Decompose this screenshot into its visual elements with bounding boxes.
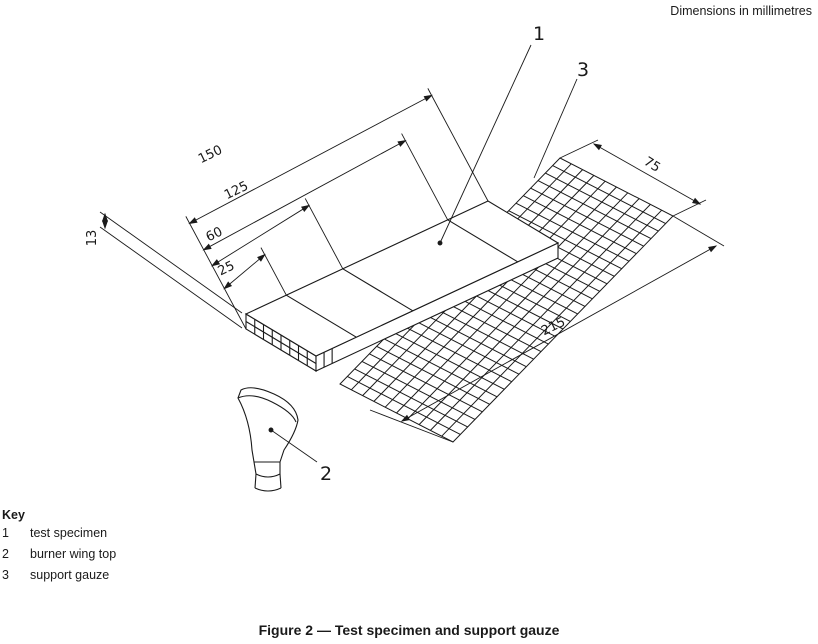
dim-13-label: 13 xyxy=(85,230,100,247)
key-item-label: support gauze xyxy=(30,568,110,582)
callout-2: 2 xyxy=(320,463,332,485)
dim-arrowhead xyxy=(400,414,410,422)
dim-extension-line xyxy=(99,226,243,329)
dim-line-75 xyxy=(593,143,701,205)
gauze-wire xyxy=(396,186,617,414)
callout-1: 1 xyxy=(533,23,545,45)
callout-3: 3 xyxy=(577,59,589,81)
key-item: 3 support gauze xyxy=(2,568,116,589)
dim-arrowhead xyxy=(708,245,718,253)
dim-150-label: 150 xyxy=(196,143,225,167)
dim-arrowhead xyxy=(592,143,602,151)
key-title: Key xyxy=(2,508,25,522)
dim-line-215 xyxy=(401,245,717,422)
dim-60-label: 60 xyxy=(204,224,225,245)
gauze-wire xyxy=(441,209,663,437)
dim-arrowhead xyxy=(210,259,221,267)
end-face-wire xyxy=(245,321,317,364)
dim-extension-line xyxy=(369,409,454,443)
dim-extension-line xyxy=(260,247,287,296)
dim-extension-line xyxy=(427,88,489,202)
dim-25-label: 25 xyxy=(216,258,237,279)
callout-leaders xyxy=(268,44,578,463)
specimen-mark-line xyxy=(342,268,414,312)
specimen-mark-line xyxy=(447,219,518,263)
dim-arrowhead xyxy=(397,139,407,147)
dim-extension-line xyxy=(672,215,725,247)
gauze-wire xyxy=(384,180,606,408)
specimen-diagram: 150 125 60 25 13 75 215 1 3 2 xyxy=(85,23,725,492)
burner-wing-top xyxy=(237,387,299,492)
key-item-number: 1 xyxy=(2,526,9,540)
dim-arrowhead xyxy=(692,197,702,205)
dim-extension-line xyxy=(401,133,449,221)
dim-line-150 xyxy=(189,95,432,224)
dim-extension-line xyxy=(559,139,599,159)
gauze-wire xyxy=(418,198,640,425)
gauze-wire xyxy=(407,192,629,420)
figure-caption: Figure 2 — Test specimen and support gau… xyxy=(258,622,560,638)
specimen-mark-line xyxy=(286,294,357,338)
dim-arrowhead xyxy=(257,253,266,262)
dim-extension-line xyxy=(185,216,247,330)
dim-extension-line xyxy=(99,211,243,314)
dim-125-label: 125 xyxy=(222,179,251,203)
dim-arrowhead xyxy=(101,220,109,230)
dim-line-125 xyxy=(203,140,406,251)
dim-line-60 xyxy=(211,205,310,267)
dim-extension-line xyxy=(304,198,344,270)
dim-arrowhead xyxy=(301,204,311,212)
key-legend: Key 1 test specimen 2 burner wing top 3 … xyxy=(2,508,116,589)
dim-arrowhead xyxy=(188,217,198,225)
dim-line-25 xyxy=(224,254,266,289)
dim-75-label: 75 xyxy=(641,154,663,175)
key-item-label: test specimen xyxy=(30,526,108,540)
key-item-label: burner wing top xyxy=(30,547,117,561)
dim-arrowhead xyxy=(101,212,109,222)
key-item-number: 3 xyxy=(2,568,9,582)
key-item-number: 2 xyxy=(2,547,9,561)
key-item: 1 test specimen xyxy=(2,526,116,547)
dim-extension-line xyxy=(672,199,707,217)
gauze-wire xyxy=(430,204,651,431)
test-specimen-body xyxy=(244,200,560,372)
dim-arrowhead xyxy=(423,94,433,102)
dim-arrowhead xyxy=(223,281,233,290)
dimension-lines xyxy=(99,88,725,443)
key-item: 2 burner wing top xyxy=(2,547,116,568)
dim-arrowhead xyxy=(202,243,212,251)
units-note: Dimensions in millimetres xyxy=(670,4,812,18)
